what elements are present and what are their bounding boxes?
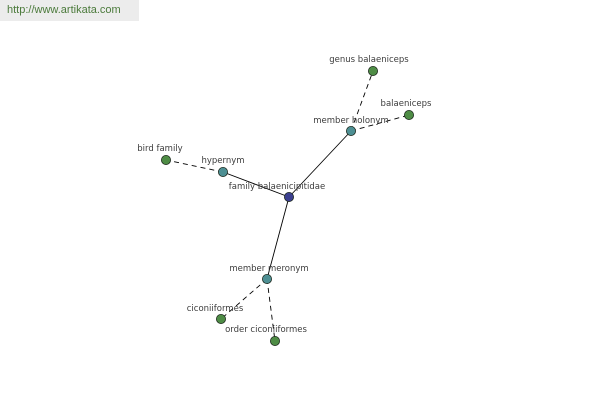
node-meronym[interactable] xyxy=(261,273,272,284)
node-order-ciconiiformes[interactable] xyxy=(269,335,280,346)
node-label-meronym[interactable]: member meronym xyxy=(229,264,308,274)
node-label-center[interactable]: family balaenicipitidae xyxy=(229,182,325,192)
node-label-hypernym[interactable]: hypernym xyxy=(201,156,244,166)
edge-meronym-order-ciconiiformes xyxy=(266,278,276,342)
node-label-bird-family[interactable]: bird family xyxy=(137,144,182,154)
node-label-genus-balaeniceps[interactable]: genus balaeniceps xyxy=(329,55,409,65)
edges-layer xyxy=(165,70,410,342)
edge-holonym-balaeniceps xyxy=(350,114,410,132)
edge-center-meronym xyxy=(266,196,290,280)
node-holonym[interactable] xyxy=(345,126,356,137)
node-center[interactable] xyxy=(283,191,294,202)
node-label-order-ciconiiformes[interactable]: order ciconiiformes xyxy=(225,325,307,335)
node-ciconiiformes[interactable] xyxy=(215,313,226,324)
node-label-ciconiiformes[interactable]: ciconiiformes xyxy=(187,304,244,314)
node-hypernym[interactable] xyxy=(217,166,228,177)
node-balaeniceps[interactable] xyxy=(403,110,414,121)
edge-center-hypernym xyxy=(222,171,290,198)
site-url-banner: http://www.artikata.com xyxy=(0,0,139,21)
node-genus-balaeniceps[interactable] xyxy=(367,66,378,77)
edge-hypernym-bird-family xyxy=(165,159,224,173)
edge-holonym-genus-balaeniceps xyxy=(350,70,374,132)
site-url-link[interactable]: http://www.artikata.com xyxy=(7,4,121,16)
edge-meronym-ciconiiformes xyxy=(220,278,268,320)
edge-center-holonym xyxy=(288,130,352,198)
node-bird-family[interactable] xyxy=(160,154,171,165)
node-label-balaeniceps[interactable]: balaeniceps xyxy=(381,99,432,109)
node-label-holonym[interactable]: member holonym xyxy=(313,116,388,126)
labels-layer: family balaenicipitidae hypernym member ho… xyxy=(137,55,432,335)
nodes-layer xyxy=(160,66,414,346)
